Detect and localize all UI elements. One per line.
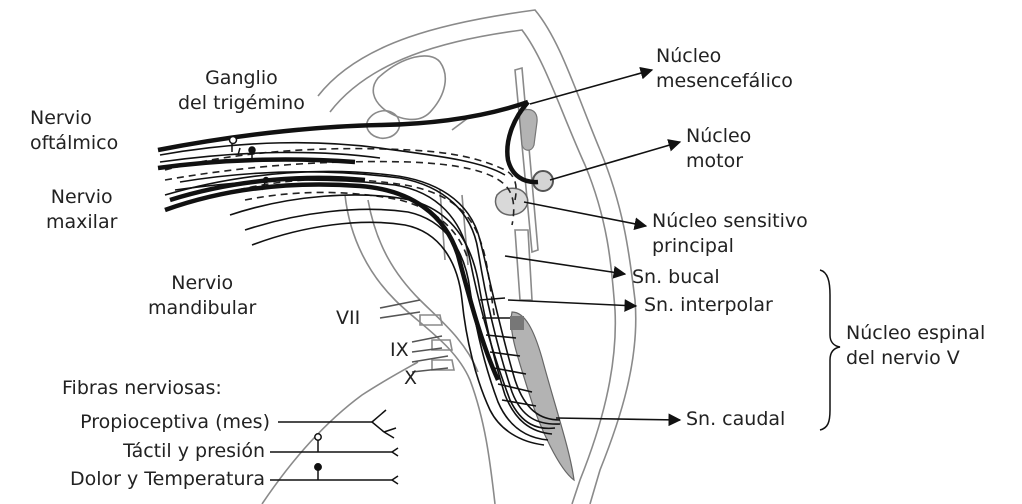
label-x: X xyxy=(404,366,417,391)
label-nucleo-espinal: Núcleo espinal del nervio V xyxy=(846,321,985,371)
legend-title: Fibras nerviosas: xyxy=(62,376,222,401)
mesencephalic-nucleus xyxy=(520,110,537,151)
legend-label-propioceptiva: Propioceptiva (mes) xyxy=(80,410,270,435)
spinal-bracket xyxy=(820,270,840,430)
label-sn-interpolar: Sn. interpolar xyxy=(644,293,773,318)
legend-line-propioceptiva xyxy=(278,410,396,438)
principal-sensory-nucleus xyxy=(495,188,527,215)
arrow-mesencefalico xyxy=(530,70,652,104)
arrow-caudal xyxy=(556,418,680,420)
spinal-nucleus-marker xyxy=(510,316,524,330)
arrow-bucal xyxy=(505,256,625,274)
label-nervio-maxilar: Nervio maxilar xyxy=(46,185,117,235)
arrow-interpolar xyxy=(508,300,636,306)
legend-line-tactil xyxy=(270,434,398,456)
label-nucleo-mesencefalico: Núcleo mesencefálico xyxy=(656,44,793,94)
label-vii: VII xyxy=(336,306,360,331)
label-nervio-mandibular: Nervio mandibular xyxy=(148,271,256,321)
label-nucleo-sensitivo: Núcleo sensitivo principal xyxy=(652,209,808,259)
legend-label-dolor: Dolor y Temperatura xyxy=(70,467,265,492)
label-sn-bucal: Sn. bucal xyxy=(632,265,720,290)
label-nervio-oftalmico: Nervio oftálmico xyxy=(30,106,118,156)
arrow-motor xyxy=(550,142,680,180)
label-ganglio: Ganglio del trigémino xyxy=(178,66,305,116)
label-ix: IX xyxy=(390,338,409,363)
legend-label-tactil: Táctil y presión xyxy=(123,439,265,464)
label-sn-caudal: Sn. caudal xyxy=(686,407,785,432)
label-nucleo-motor: Núcleo motor xyxy=(686,124,751,174)
spinal-nucleus xyxy=(511,312,574,480)
arrow-sensitivo xyxy=(524,202,646,226)
legend-symbols xyxy=(270,410,398,484)
